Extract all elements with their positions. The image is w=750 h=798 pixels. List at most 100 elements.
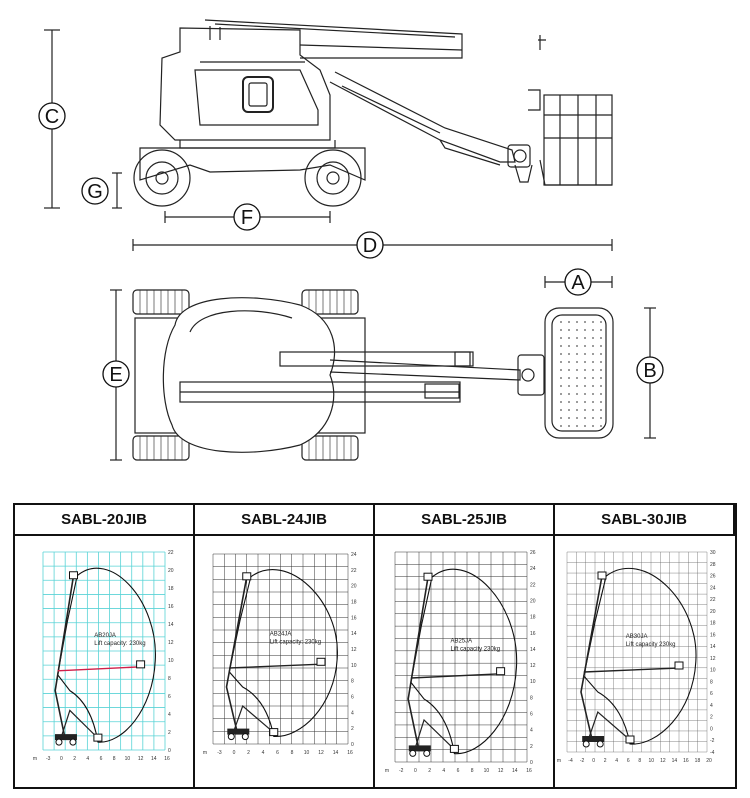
capacity-note: Lift capacity 230kg	[450, 647, 500, 653]
y-tick-label: -2	[710, 738, 715, 744]
platform-basket	[625, 735, 635, 744]
y-tick-label: 8	[530, 695, 533, 701]
x-tick-label: 2	[604, 758, 607, 764]
y-tick-label: 22	[351, 568, 357, 574]
boom-low	[414, 718, 455, 750]
model-header-4: SABL-30JIB	[555, 505, 735, 536]
x-tick-label: 14	[151, 756, 157, 762]
x-tick-label: 0	[592, 758, 595, 764]
model-note: AB24JA	[270, 632, 292, 638]
boom-low	[232, 704, 275, 734]
y-tick-label: 0	[168, 748, 171, 754]
platform-basket	[316, 657, 326, 666]
y-tick-label: 16	[530, 631, 536, 637]
model-comparison-table: SABL-20JIB SABL-24JIB SABL-25JIB SABL-30…	[13, 503, 737, 789]
y-tick-label: 16	[710, 632, 716, 638]
platform-basket	[423, 572, 433, 581]
dimension-label-g: G	[81, 177, 109, 205]
wheel	[409, 749, 417, 757]
machine-base	[54, 734, 77, 741]
y-tick-label: 6	[168, 694, 171, 700]
x-tick-label: 10	[125, 756, 131, 762]
y-tick-label: 10	[168, 658, 174, 664]
svg-text:B: B	[643, 360, 656, 382]
svg-text:D: D	[363, 235, 377, 257]
wheel	[69, 738, 77, 746]
y-tick-label: 22	[710, 597, 716, 603]
x-tick-label: 8	[471, 768, 474, 774]
x-tick-label: m	[385, 768, 389, 774]
model-header-2: SABL-24JIB	[195, 505, 375, 536]
platform-basket	[597, 571, 607, 580]
x-tick-label: 12	[318, 750, 324, 756]
wheel	[423, 749, 431, 757]
y-tick-label: 4	[168, 712, 171, 718]
boom-horizontal	[583, 667, 680, 673]
x-tick-label: m	[557, 758, 561, 764]
capacity-note: Lift capacity: 230kg	[270, 639, 321, 645]
x-tick-label: 14	[333, 750, 339, 756]
x-tick-label: 0	[233, 750, 236, 756]
x-tick-label: 16	[347, 750, 353, 756]
side-view	[133, 19, 613, 207]
y-tick-label: 10	[530, 679, 536, 685]
capacity-note: Lift capacity 230kg	[626, 642, 676, 648]
x-tick-label: 8	[638, 758, 641, 764]
wheel	[227, 733, 235, 741]
x-tick-label: 0	[414, 768, 417, 774]
y-tick-label: 0	[530, 760, 533, 766]
platform-basket	[269, 728, 279, 737]
y-tick-label: 10	[351, 663, 357, 669]
working-envelope	[583, 567, 697, 745]
y-tick-label: 4	[351, 710, 354, 716]
x-tick-label: 4	[615, 758, 618, 764]
x-tick-label: -3	[46, 756, 51, 762]
x-tick-label: 14	[512, 768, 518, 774]
x-tick-label: m	[33, 756, 37, 762]
svg-text:A: A	[571, 272, 585, 294]
x-tick-label: 0	[60, 756, 63, 762]
working-envelope	[410, 568, 518, 755]
dimension-label-a: A	[564, 268, 592, 296]
platform-basket	[242, 572, 252, 581]
y-tick-label: 20	[710, 609, 716, 615]
y-tick-label: 12	[530, 663, 536, 669]
model-note: AB25JA	[450, 638, 472, 644]
boom-low	[60, 709, 99, 739]
x-tick-label: 4	[442, 768, 445, 774]
x-tick-label: 6	[100, 756, 103, 762]
y-tick-label: 18	[351, 600, 357, 606]
svg-text:G: G	[87, 181, 103, 203]
platform-basket	[496, 667, 506, 676]
x-tick-label: m	[203, 750, 207, 756]
working-envelope	[57, 567, 156, 743]
y-tick-label: 2	[351, 726, 354, 732]
y-tick-label: 0	[710, 726, 713, 732]
boom-low	[587, 710, 631, 741]
y-tick-label: 30	[710, 550, 716, 556]
dimension-label-f: F	[233, 203, 261, 231]
y-tick-label: 20	[530, 598, 536, 604]
capacity-note: Lift capacity: 230kg	[94, 641, 145, 647]
x-tick-label: 16	[683, 758, 689, 764]
y-tick-label: 6	[351, 695, 354, 701]
machine-base	[408, 745, 431, 752]
y-tick-label: 14	[710, 644, 716, 650]
x-tick-label: 2	[73, 756, 76, 762]
platform-basket	[93, 733, 103, 742]
machine-base	[227, 728, 250, 735]
svg-text:C: C	[45, 106, 59, 128]
dimension-label-e: E	[102, 360, 130, 388]
model-header-3: SABL-25JIB	[375, 505, 555, 536]
y-tick-label: 8	[168, 676, 171, 682]
x-tick-label: -3	[217, 750, 222, 756]
y-tick-label: 0	[351, 742, 354, 748]
dimension-label-b: B	[636, 356, 664, 384]
x-tick-label: 16	[526, 768, 532, 774]
y-tick-label: 28	[710, 562, 716, 568]
y-tick-label: 20	[168, 568, 174, 574]
y-tick-label: 6	[710, 691, 713, 697]
y-tick-label: 14	[168, 622, 174, 628]
